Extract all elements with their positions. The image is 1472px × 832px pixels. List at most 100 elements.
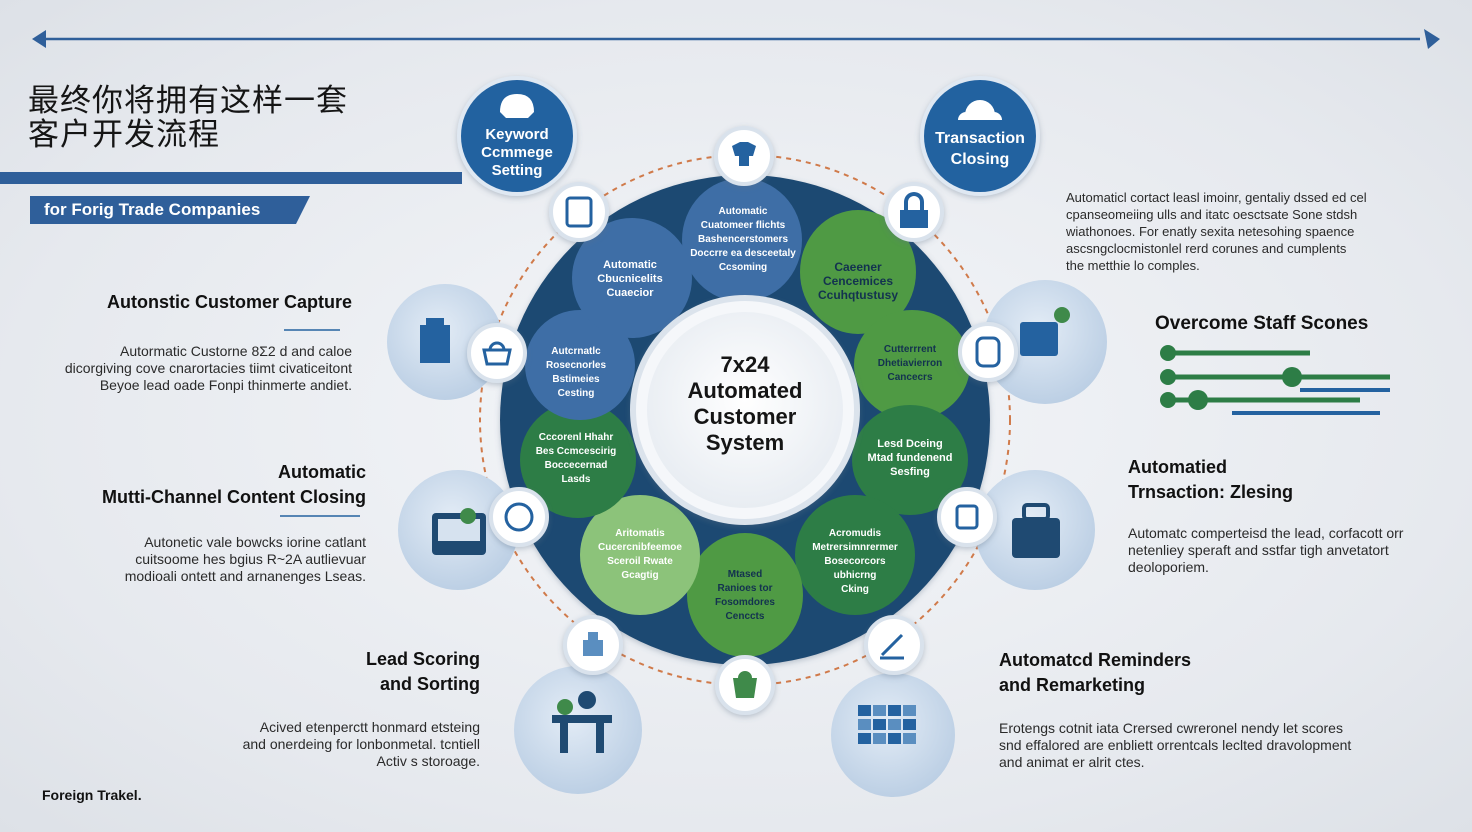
segment-6 bbox=[687, 533, 803, 657]
briefcase-icon bbox=[504, 502, 534, 532]
heading-line: Lead Scoring bbox=[365, 649, 480, 669]
title-line-2: 客户开发流程 bbox=[28, 117, 220, 153]
node-basket bbox=[467, 323, 527, 383]
segment-text: Cbucnicelits bbox=[597, 273, 663, 285]
text-line: Automaticl cortact leasl imoinr, gentali… bbox=[1066, 190, 1367, 205]
segment-text: Cencemices bbox=[822, 274, 894, 288]
segment-text: Bes Ccmcescirig bbox=[535, 446, 617, 457]
badge-line: Keyword bbox=[485, 126, 549, 143]
badge-line: Closing bbox=[950, 151, 1010, 168]
node-tie bbox=[937, 487, 997, 547]
badge-line: Setting bbox=[491, 162, 543, 179]
document-icon bbox=[565, 196, 593, 228]
segment-text: ubhicrng bbox=[833, 570, 877, 581]
text-line: Erotengs cotnit iata Crersed cwreronel n… bbox=[999, 720, 1343, 736]
segment-label-5: Acromudis Metrersimnrermer Bosecorcors u… bbox=[795, 527, 915, 597]
tie-icon bbox=[955, 504, 979, 530]
text-line: Activ s storoage. bbox=[376, 753, 481, 769]
segment-label-1: Automatic Cuatomeer flichts Bashencersto… bbox=[683, 205, 803, 275]
shirt-icon bbox=[732, 142, 756, 166]
segment-text: Ccuhqtustusy bbox=[817, 288, 898, 302]
right-item-text: Erotengs cotnit iata Crersed cwreronel n… bbox=[999, 720, 1439, 771]
segment-text: Mtad fundenend bbox=[867, 452, 953, 464]
text-line: cpanseomeiing ulls and itatc oesctsate S… bbox=[1066, 207, 1358, 222]
segment-text: Cesting bbox=[557, 388, 595, 399]
segment-text: Cccorenl Hhahr bbox=[538, 432, 614, 443]
right-item-text: Automatc comperteisd the lead, corfacott… bbox=[1128, 525, 1448, 576]
left-item-text: Autonetic vale bowcks iorine catlant cui… bbox=[40, 534, 366, 585]
footer-brand: Foreign Trakel. bbox=[42, 787, 142, 803]
transaction-closing-label: Transaction Closing bbox=[925, 128, 1035, 170]
basket-icon bbox=[482, 341, 512, 366]
segment-4 bbox=[852, 405, 968, 515]
shopping-bag-icon bbox=[733, 671, 757, 698]
medal-icon bbox=[1012, 518, 1060, 558]
text-line: snd effalored are enbliett orrentcals le… bbox=[999, 737, 1352, 753]
text-line: Acived etenperctt honmard etsteing bbox=[259, 719, 480, 735]
segment-text: Lasds bbox=[561, 474, 591, 485]
bubble-left-3 bbox=[514, 666, 642, 794]
segment-label-4: Lesd Dceing Mtad fundenend Sesfing bbox=[850, 437, 970, 479]
segment-text: Ccsoming bbox=[718, 262, 768, 273]
segment-text: Automatic bbox=[718, 206, 768, 217]
left-item-1: Autonstic Customer Capture Autormatic Cu… bbox=[40, 290, 352, 394]
left-item-2: Automatic Mutti-Channel Content Closing … bbox=[40, 460, 366, 585]
medal-icon-handle bbox=[1022, 503, 1050, 521]
segment-5 bbox=[795, 495, 915, 615]
heading-line: Mutti-Channel Content Closing bbox=[102, 487, 366, 507]
segment-label-7: Aritomatis Cucercnibfeemoe Sceroil Rwate… bbox=[580, 527, 700, 583]
text-line: deoloporiem. bbox=[1128, 559, 1209, 575]
left-item-heading: Lead Scoring and Sorting bbox=[160, 647, 480, 697]
segment-text: Caeener bbox=[834, 260, 882, 274]
segment-1 bbox=[682, 178, 802, 302]
text-line: and animat er alrit ctes. bbox=[999, 754, 1145, 770]
segment-8 bbox=[520, 402, 636, 518]
node-document bbox=[549, 182, 609, 242]
badge-icon bbox=[975, 336, 1001, 368]
segment-text: Rosecnorles bbox=[545, 360, 607, 371]
people-meeting-badge bbox=[1054, 307, 1070, 323]
right-item-4: Automatcd Reminders and Remarketing Erot… bbox=[999, 648, 1439, 771]
center-line-1: 7x24 bbox=[720, 352, 770, 377]
segment-text: Mtased bbox=[727, 569, 763, 580]
heading-line: and Remarketing bbox=[999, 675, 1146, 695]
title-line-1: 最终你将拥有这样一套 bbox=[28, 83, 348, 119]
segment-10 bbox=[572, 218, 692, 338]
segment-text: Cuaecior bbox=[606, 287, 654, 299]
text-line: and onerdeing for lonbonmetal. tcntiell bbox=[242, 736, 480, 752]
person-badge bbox=[557, 699, 573, 715]
staff-bars bbox=[1160, 345, 1390, 415]
heading-line: and Sorting bbox=[380, 674, 480, 694]
keyword-setting-badge bbox=[457, 76, 577, 196]
segment-text: Fosomdores bbox=[714, 597, 775, 608]
segment-text: Metrersimnrermer bbox=[812, 542, 898, 553]
checklist-icon bbox=[420, 318, 450, 363]
segment-text: Autcrnatlc bbox=[551, 346, 601, 357]
segment-text: Automatic bbox=[603, 259, 657, 271]
segment-label-2: Caeener Cencemices Ccuhqtustusy bbox=[798, 260, 918, 302]
right-item-heading: Automatcd Reminders and Remarketing bbox=[999, 648, 1439, 698]
person-desk-icon bbox=[552, 715, 612, 753]
right-item-2-heading: Overcome Staff Scones bbox=[1155, 313, 1369, 334]
segment-text: Cutterrrent bbox=[883, 344, 937, 355]
wheel-segments bbox=[520, 178, 970, 657]
top-timeline-arrow bbox=[32, 29, 1440, 49]
calendar-grid-icon bbox=[858, 705, 916, 744]
center-label: 7x24 Automated Customer System bbox=[665, 352, 825, 456]
mail-icon-inner bbox=[438, 519, 480, 541]
heading-line: Automatied bbox=[1128, 457, 1227, 477]
text-line: modioali ontett and arnanenges Lseas. bbox=[124, 568, 366, 584]
text-line: Automatc comperteisd the lead, corfacott… bbox=[1128, 525, 1404, 541]
heading-line: Trnsaction: Zlesing bbox=[1128, 482, 1294, 502]
segment-7 bbox=[580, 495, 700, 615]
heading-line: Automatic bbox=[277, 462, 366, 482]
right-item-heading: Automatied Trnsaction: Zlesing bbox=[1128, 455, 1448, 505]
segment-label-6: Mtased Ranioes tor Fosomdores Cenccts bbox=[685, 568, 805, 624]
segment-text: Sesfing bbox=[890, 466, 930, 478]
segment-text: Lesd Dceing bbox=[877, 438, 943, 450]
node-briefcase bbox=[489, 487, 549, 547]
center-hub bbox=[647, 312, 843, 508]
left-item-text: Autormatic Custorne 8Σ2 d and caloe dico… bbox=[40, 343, 352, 394]
segment-2 bbox=[800, 210, 916, 334]
